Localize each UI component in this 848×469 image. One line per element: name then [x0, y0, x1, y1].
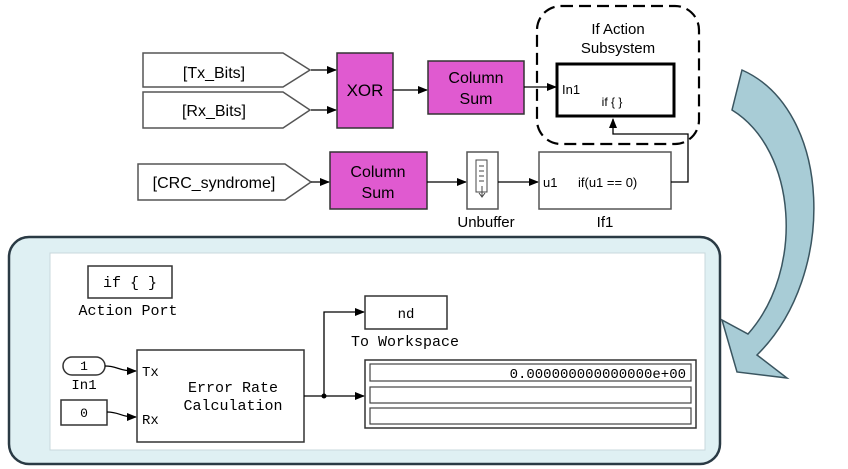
display-block[interactable]: 0.000000000000000e+00	[364, 359, 697, 429]
display-field-2	[369, 386, 692, 404]
goto-crc-syndrome-block[interactable]: [CRC_syndrome]	[137, 163, 313, 201]
in1-port-value: 1	[80, 359, 88, 374]
unbuffer-block[interactable]: Unbuffer	[457, 151, 515, 231]
to-workspace-variable: nd	[398, 307, 415, 323]
goto-rx-bits-block[interactable]: [Rx_Bits]	[142, 91, 312, 129]
subsystem-in1-port: In1	[562, 82, 580, 97]
if-action-subsystem[interactable]: If Action Subsystem In1 if { }	[535, 4, 701, 146]
subsystem-if-text: if { }	[602, 95, 623, 109]
if-block-label: If1	[597, 214, 614, 231]
column-sum-block-1[interactable]: Column Sum	[427, 60, 525, 115]
error-rate-tx-port: Tx	[142, 365, 159, 381]
action-port-block[interactable]: if { } Action Port	[78, 265, 178, 320]
action-port-label: Action Port	[78, 303, 177, 320]
subsystem-title-line1: If Action	[591, 21, 644, 38]
column-sum-2-line2: Sum	[362, 185, 395, 202]
to-workspace-block[interactable]: nd To Workspace	[351, 295, 459, 351]
column-sum-2-line1: Column	[350, 164, 405, 181]
goto-rx-bits-label: [Rx_Bits]	[182, 103, 246, 120]
in1-port-block[interactable]: 1 In1	[62, 356, 106, 394]
signal-in1-to-tx	[104, 365, 137, 375]
if-block-condition: if(u1 == 0)	[578, 175, 637, 190]
to-workspace-label: To Workspace	[351, 334, 459, 351]
display-value: 0.000000000000000e+00	[510, 367, 686, 383]
goto-tx-bits-block[interactable]: [Tx_Bits]	[142, 52, 312, 88]
in1-port-label: In1	[71, 378, 96, 394]
display-field-3	[369, 407, 692, 425]
unbuffer-icon	[475, 159, 488, 198]
signal-const-to-rx	[106, 411, 137, 421]
curved-arrow-icon	[720, 68, 815, 380]
column-sum-1-line2: Sum	[460, 91, 493, 108]
goto-tx-bits-label: [Tx_Bits]	[183, 65, 245, 82]
error-rate-title-line2: Calculation	[183, 398, 282, 415]
xor-label: XOR	[347, 81, 384, 100]
goto-crc-syndrome-label: [CRC_syndrome]	[153, 175, 276, 192]
if-block-input-port: u1	[543, 175, 557, 190]
xor-block[interactable]: XOR	[336, 52, 394, 129]
display-field-1	[369, 363, 692, 382]
error-rate-rx-port: Rx	[142, 413, 159, 429]
column-sum-1-line1: Column	[448, 70, 503, 87]
signal-action-to-subsystem	[609, 118, 689, 183]
signal-to-workspace	[323, 308, 365, 396]
unbuffer-label: Unbuffer	[457, 214, 514, 231]
column-sum-block-2[interactable]: Column Sum	[329, 151, 428, 210]
if-block[interactable]: u1 if(u1 == 0) If1	[538, 151, 672, 231]
action-port-block-text: if { }	[103, 275, 157, 292]
error-rate-calculation-block[interactable]: Tx Rx Error Rate Calculation	[136, 349, 305, 443]
subsystem-title-line2: Subsystem	[581, 40, 655, 57]
constant-zero-block[interactable]: 0	[60, 399, 108, 426]
error-rate-title-line1: Error Rate	[188, 380, 278, 397]
constant-zero-value: 0	[80, 406, 88, 421]
